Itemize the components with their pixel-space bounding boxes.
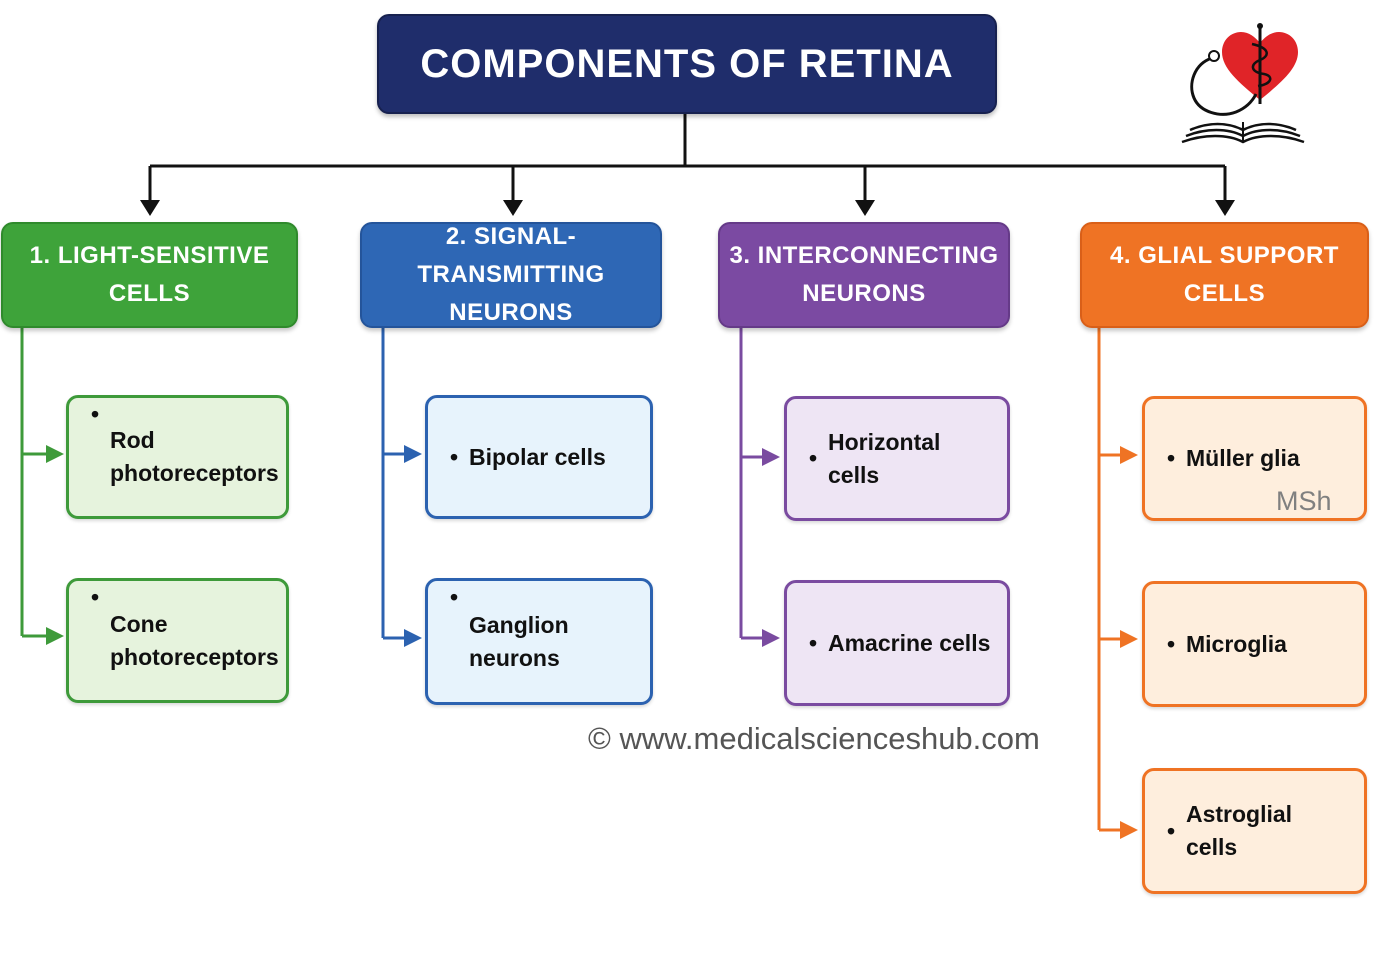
heart-stethoscope-book-logo-icon <box>1181 23 1305 144</box>
bullet: • <box>91 584 100 610</box>
item-label: Microglia <box>1186 630 1287 657</box>
bullet: • <box>450 443 459 470</box>
main-arrow-4 <box>1215 166 1235 216</box>
blue-branch <box>381 328 408 640</box>
item-label-line2: photoreceptors <box>110 460 279 486</box>
main-connector <box>150 114 1225 168</box>
item-label: Horizontal cells <box>828 428 941 488</box>
category-label-line1: 1. LIGHT-SENSITIVE <box>29 242 270 269</box>
category-label-line2: NEURONS <box>802 280 926 307</box>
item-rod-photoreceptors: • Rod photoreceptors <box>66 395 289 519</box>
item-muller-glia: • Müller glia <box>1142 396 1367 521</box>
item-label: Amacrine cells <box>828 629 991 656</box>
item-amacrine-cells: • Amacrine cells <box>784 580 1010 706</box>
watermark-text: MSh <box>1276 486 1332 516</box>
blue-arrow-2 <box>404 629 422 647</box>
orange-arrow-1 <box>1120 446 1138 464</box>
category-glial-support-cells: 4. GLIAL SUPPORT CELLS <box>1080 222 1369 328</box>
orange-branch <box>1097 328 1124 832</box>
diagram-title: COMPONENTS OF RETINA <box>377 14 997 114</box>
bullet: • <box>809 629 818 656</box>
orange-arrow-3 <box>1120 821 1138 839</box>
purple-arrow-2 <box>762 629 780 647</box>
bullet: • <box>1167 817 1176 844</box>
item-bipolar-cells: • Bipolar cells <box>425 395 653 519</box>
green-arrow-2 <box>46 627 64 645</box>
category-interconnecting-neurons: 3. INTERCONNECTING NEURONS <box>718 222 1010 328</box>
bullet: • <box>1167 445 1176 471</box>
category-signal-transmitting-neurons: 2. SIGNAL-TRANSMITTING NEURONS <box>360 222 662 328</box>
bullet: • <box>809 445 818 471</box>
item-label-line2: photoreceptors <box>110 643 279 670</box>
item-horizontal-cells: • Horizontal cells <box>784 396 1010 521</box>
item-label-line1: Rod <box>110 427 155 453</box>
category-label-line2: CELLS <box>108 280 191 307</box>
item-ganglion-neurons: • Ganglion neurons <box>425 578 653 705</box>
main-arrow-2 <box>503 166 523 216</box>
orange-arrow-2 <box>1120 630 1138 648</box>
item-label: Astroglial cells <box>1186 801 1293 860</box>
item-label-line1: Cone <box>110 610 168 637</box>
category-light-sensitive-cells: 1. LIGHT-SENSITIVE CELLS <box>1 222 298 328</box>
bullet: • <box>450 584 459 610</box>
main-arrow-1 <box>140 166 160 216</box>
blue-arrow-1 <box>404 445 422 463</box>
item-cone-photoreceptors: • Cone photoreceptors <box>66 578 289 703</box>
category-label-line1: 2. SIGNAL-TRANSMITTING <box>417 223 605 288</box>
category-label-line1: 4. GLIAL SUPPORT <box>1110 242 1339 269</box>
category-label-line2: CELLS <box>1183 280 1266 307</box>
category-label-line2: NEURONS <box>449 299 573 326</box>
item-label-line1: Ganglion <box>469 611 569 638</box>
main-arrow-3 <box>855 166 875 216</box>
item-label: Müller glia <box>1186 445 1300 471</box>
category-label-line1: 3. INTERCONNECTING <box>729 242 999 269</box>
item-label-line2: neurons <box>469 644 560 671</box>
item-astroglial-cells: • Astroglial cells <box>1142 768 1367 894</box>
green-branch <box>20 328 50 638</box>
item-label: Bipolar cells <box>469 443 606 470</box>
bullet: • <box>1167 630 1176 657</box>
purple-arrow-1 <box>762 448 780 466</box>
item-microglia: • Microglia <box>1142 581 1367 707</box>
bullet: • <box>91 401 100 427</box>
copyright-notice: © www.medicalscienceshub.com <box>588 721 1040 756</box>
purple-branch <box>739 328 766 640</box>
green-arrow-1 <box>46 445 64 463</box>
